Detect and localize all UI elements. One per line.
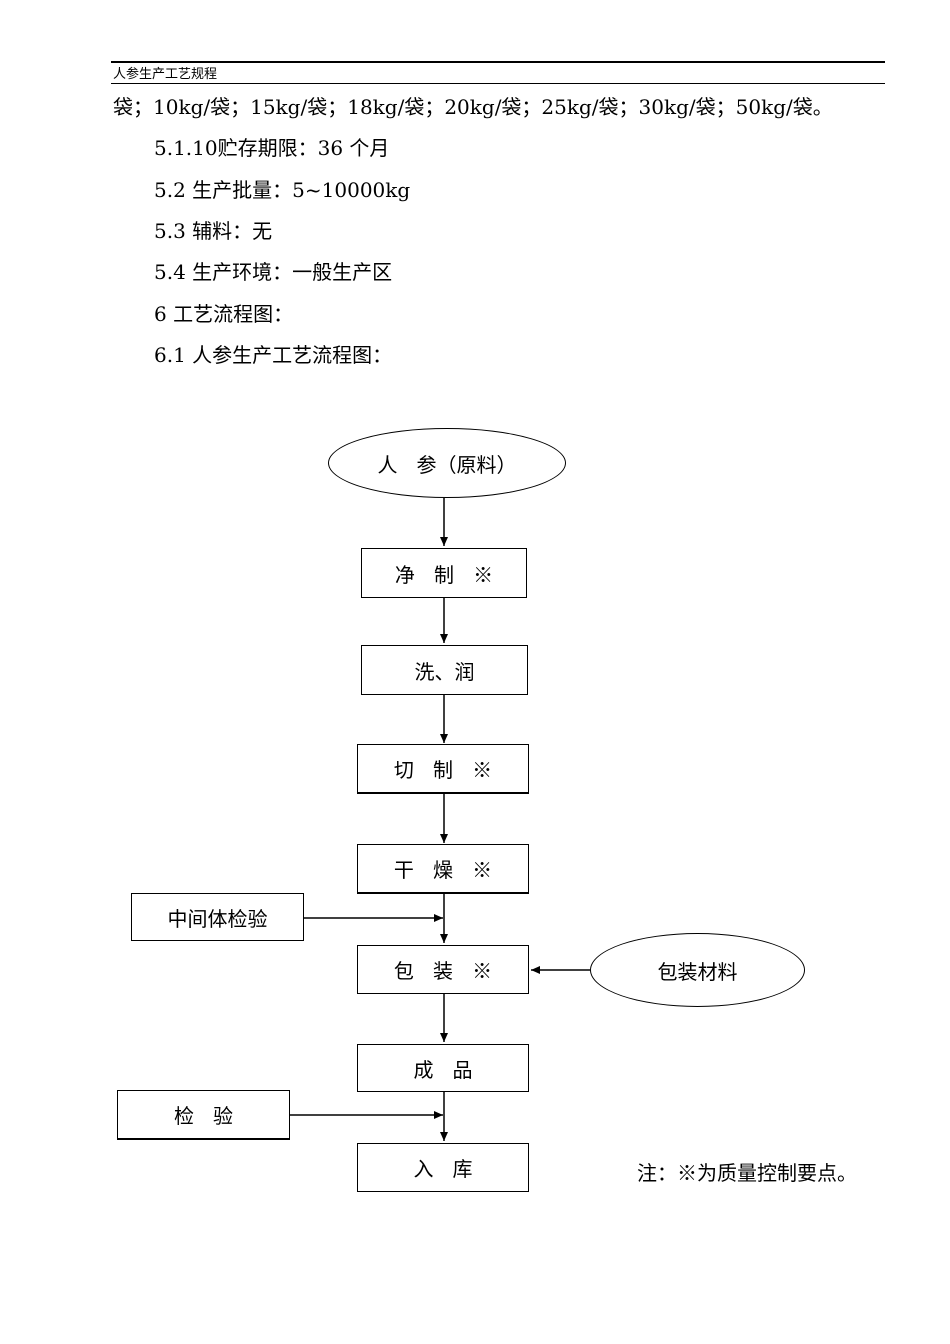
packaging-spec-line: 袋；10kg/袋；15kg/袋；18kg/袋；20kg/袋；25kg/袋；30k… <box>113 95 833 119</box>
production-environment-line: 5.4 生产环境：一般生产区 <box>154 260 393 284</box>
step-purify-box: 净 制 ※ <box>361 548 527 598</box>
raw-material-oval: 人 参（原料） <box>328 428 566 498</box>
step-package-box: 包 装 ※ <box>357 945 529 994</box>
header-title: 人参生产工艺规程 <box>113 67 218 82</box>
quality-control-note: 注：※为质量控制要点。 <box>637 1161 857 1185</box>
ginseng-flow-heading: 6.1 人参生产工艺流程图： <box>154 343 393 367</box>
batch-size-line: 5.2 生产批量：5~10000kg <box>154 178 411 202</box>
inspection-box: 检 验 <box>117 1090 290 1140</box>
excipient-line: 5.3 辅料：无 <box>154 219 273 243</box>
header-rule-bottom <box>111 83 885 84</box>
storage-period-line: 5.1.10贮存期限：36 个月 <box>154 136 390 160</box>
header-rule-top <box>111 61 885 63</box>
intermediate-test-box: 中间体检验 <box>131 893 304 941</box>
step-wash-moisten-box: 洗、润 <box>361 645 528 695</box>
packaging-material-oval: 包装材料 <box>590 933 805 1007</box>
step-cut-box: 切 制 ※ <box>357 744 529 794</box>
step-warehousing-box: 入 库 <box>357 1143 529 1192</box>
step-finished-product-box: 成 品 <box>357 1044 529 1092</box>
step-dry-box: 干 燥 ※ <box>357 844 529 894</box>
process-flow-heading: 6 工艺流程图： <box>154 302 294 326</box>
